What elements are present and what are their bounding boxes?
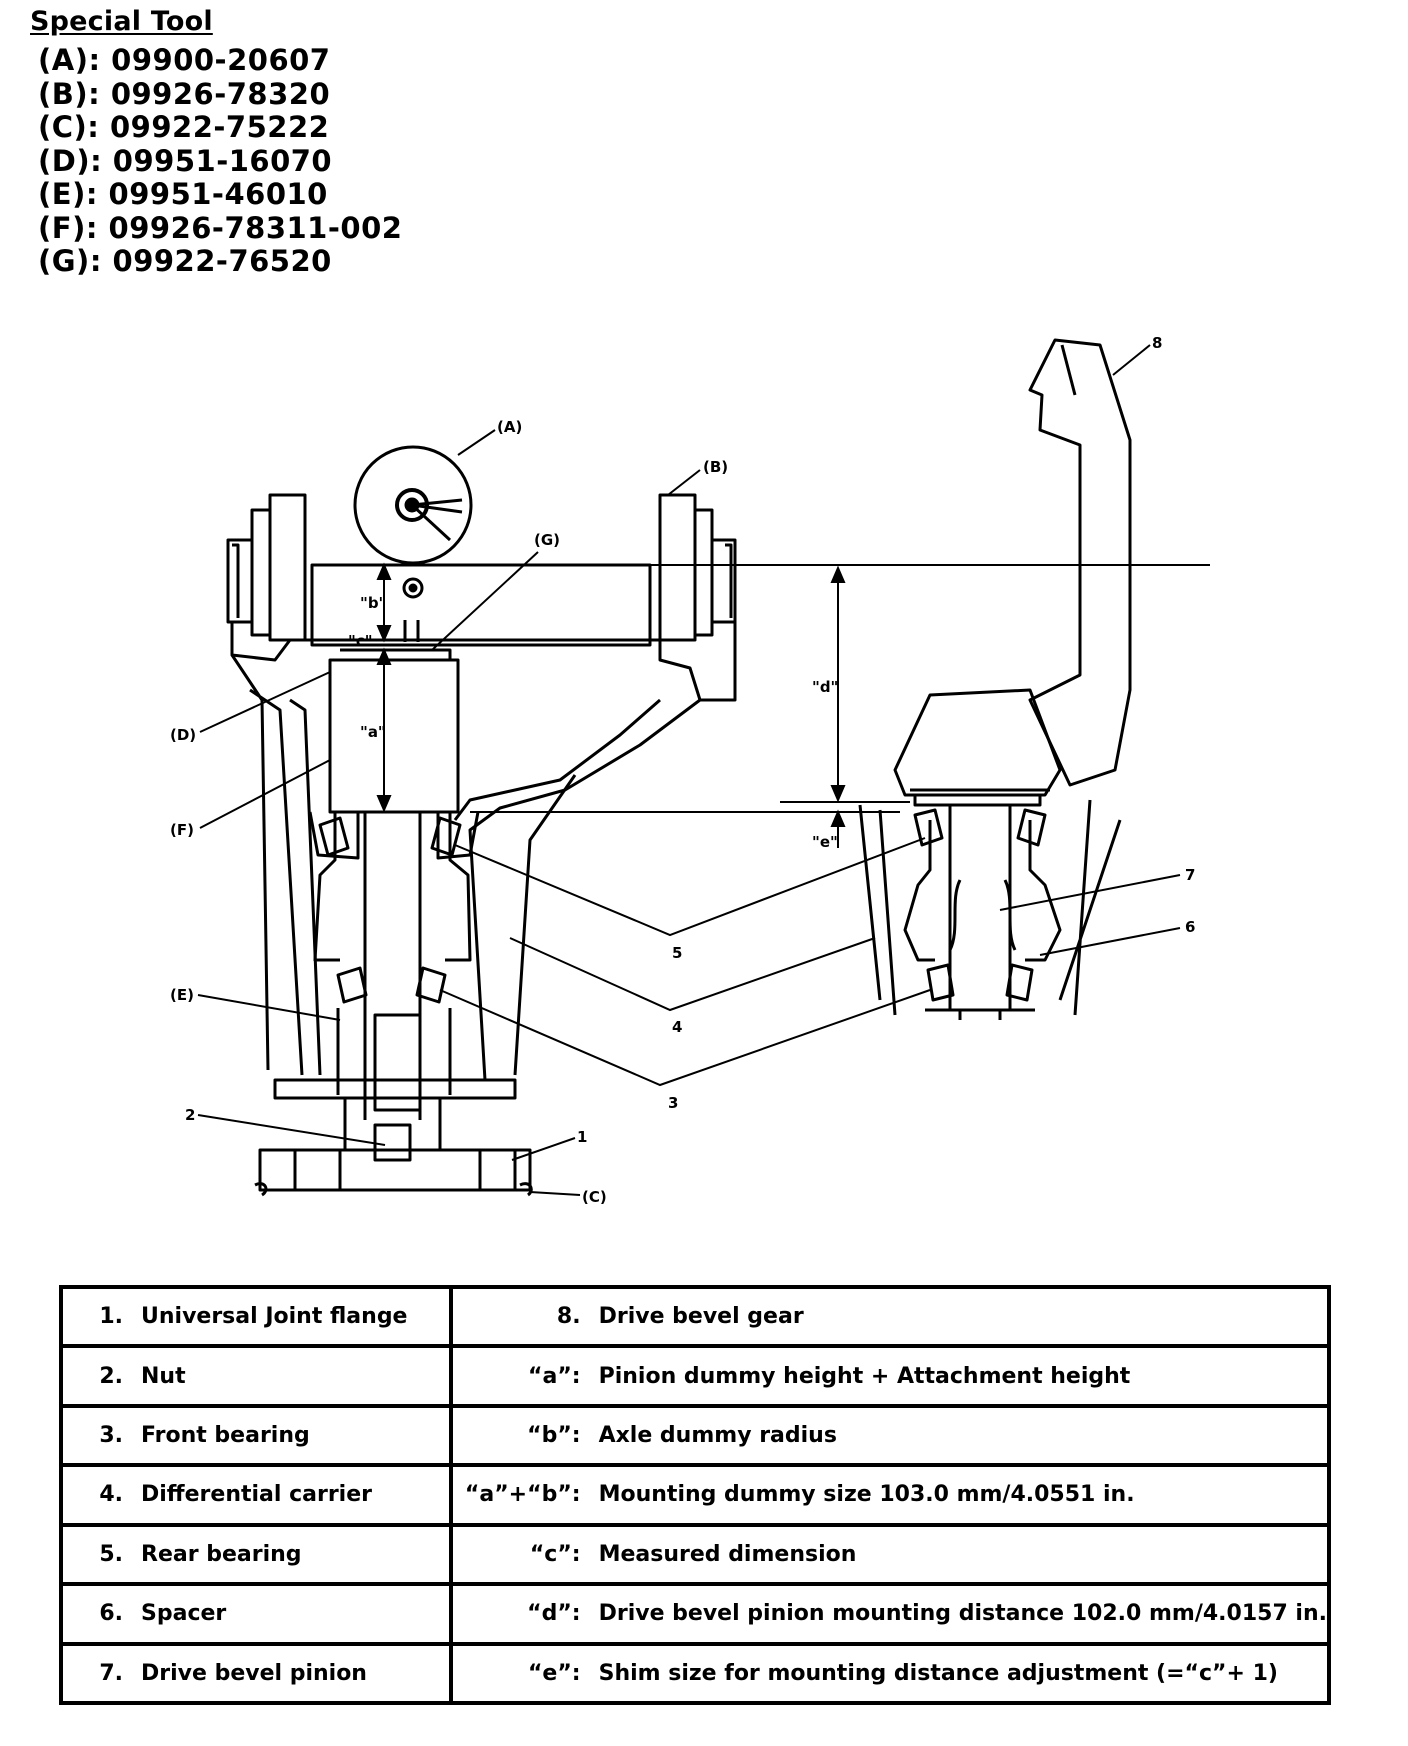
dim-label-c: "c" bbox=[348, 632, 373, 650]
rear-bearing bbox=[318, 816, 462, 857]
carrier-top-plate bbox=[230, 622, 737, 702]
label-f-tool: (F) bbox=[170, 821, 194, 839]
callout-5: 5 bbox=[672, 944, 682, 962]
pinion-depth-diagram: (A) (B) (G) (D) (F) (E) (C) 1 2 3 4 5 6 … bbox=[170, 334, 1210, 1206]
legend-part-cell: 1.Universal Joint flange bbox=[59, 1284, 453, 1349]
legend-part-cell: 3.Front bearing bbox=[59, 1403, 453, 1468]
legend-part-cell: 2.Nut bbox=[59, 1344, 453, 1408]
legend-definition-cell: 8.Drive bevel gear bbox=[448, 1284, 1332, 1349]
legend-definition-cell: “a”:Pinion dummy height + Attachment hei… bbox=[448, 1344, 1332, 1408]
label-c-tool: (C) bbox=[582, 1188, 607, 1206]
callout-3: 3 bbox=[668, 1094, 678, 1112]
tool-item: (E): 09951-46010 bbox=[38, 177, 328, 211]
legend-part-cell: 5.Rear bearing bbox=[59, 1522, 453, 1587]
callout-4: 4 bbox=[672, 1018, 682, 1036]
tool-item: (A): 09900-20607 bbox=[38, 43, 331, 77]
tool-item: (F): 09926-78311-002 bbox=[38, 210, 403, 245]
callout-1: 1 bbox=[577, 1128, 587, 1146]
legend-definition-cell: “a”+“b”:Mounting dummy size 103.0 mm/4.0… bbox=[448, 1463, 1332, 1527]
legend-definition-cell: “e”:Shim size for mounting distance adju… bbox=[448, 1641, 1332, 1706]
dim-label-b: "b" bbox=[360, 594, 386, 612]
legend-part-cell: 6.Spacer bbox=[59, 1582, 453, 1646]
table-row: 7.Drive bevel pinion “e”:Shim size for m… bbox=[59, 1641, 1332, 1706]
legend-definition-cell: “d”:Drive bevel pinion mounting distance… bbox=[448, 1582, 1332, 1646]
tool-item: (D): 09951-16070 bbox=[38, 143, 333, 178]
legend-definition-cell: “c”:Measured dimension bbox=[448, 1522, 1332, 1587]
callout-6: 6 bbox=[1185, 918, 1195, 936]
label-d-tool: (D) bbox=[170, 726, 196, 744]
universal-joint-flange bbox=[258, 1148, 532, 1192]
drive-bevel-pinion-head bbox=[893, 688, 1062, 797]
table-row: 4.Differential carrier “a”+“b”:Mounting … bbox=[59, 1463, 1332, 1527]
legend-definition-cell: “b”:Axle dummy radius bbox=[448, 1403, 1332, 1468]
table-row: 1.Universal Joint flange 8.Drive bevel g… bbox=[59, 1284, 1332, 1349]
spacer bbox=[948, 805, 1012, 1010]
callout-7: 7 bbox=[1185, 866, 1195, 884]
label-b-tool: (B) bbox=[703, 458, 728, 476]
front-bearing bbox=[336, 966, 447, 1004]
table-row: 5.Rear bearing “c”:Measured dimension bbox=[59, 1522, 1332, 1587]
table-row: 6.Spacer “d”:Drive bevel pinion mounting… bbox=[59, 1582, 1332, 1646]
tool-item: (G): 09922-76520 bbox=[38, 244, 332, 278]
legend-part-cell: 4.Differential carrier bbox=[59, 1463, 453, 1527]
right-mount-block bbox=[658, 493, 697, 642]
drive-bevel-gear bbox=[1028, 338, 1132, 787]
legend-part-cell: 7.Drive bevel pinion bbox=[59, 1641, 453, 1706]
label-e-tool: (E) bbox=[170, 986, 194, 1004]
callout-8: 8 bbox=[1152, 334, 1162, 352]
tool-item: (B): 09926-78320 bbox=[38, 76, 331, 111]
nut bbox=[373, 1123, 412, 1162]
special-tool-heading: Special Tool bbox=[30, 6, 213, 37]
pinion-dummy-attachment bbox=[328, 658, 460, 814]
table-row: 2.Nut “a”:Pinion dummy height + Attachme… bbox=[59, 1344, 1332, 1408]
label-g-tool: (G) bbox=[534, 531, 560, 549]
table-row: 3.Front bearing “b”:Axle dummy radius bbox=[59, 1403, 1332, 1468]
label-a-tool: (A) bbox=[497, 418, 522, 436]
differential-carrier bbox=[230, 654, 304, 1076]
tool-item: (C): 09922-75222 bbox=[38, 110, 330, 144]
dim-label-d: "d" bbox=[812, 678, 838, 696]
dial-gauge bbox=[353, 445, 473, 565]
special-tool-list: (A): 09900-20607 (B): 09926-78320 (C): 0… bbox=[38, 43, 403, 279]
base-plate bbox=[273, 1078, 517, 1100]
parts-legend-table: 1.Universal Joint flange 8.Drive bevel g… bbox=[59, 1284, 1332, 1706]
callout-2: 2 bbox=[185, 1106, 195, 1124]
dim-label-e: "e" bbox=[812, 833, 838, 851]
left-mount-block bbox=[268, 493, 307, 642]
dim-label-a: "a" bbox=[360, 723, 386, 741]
